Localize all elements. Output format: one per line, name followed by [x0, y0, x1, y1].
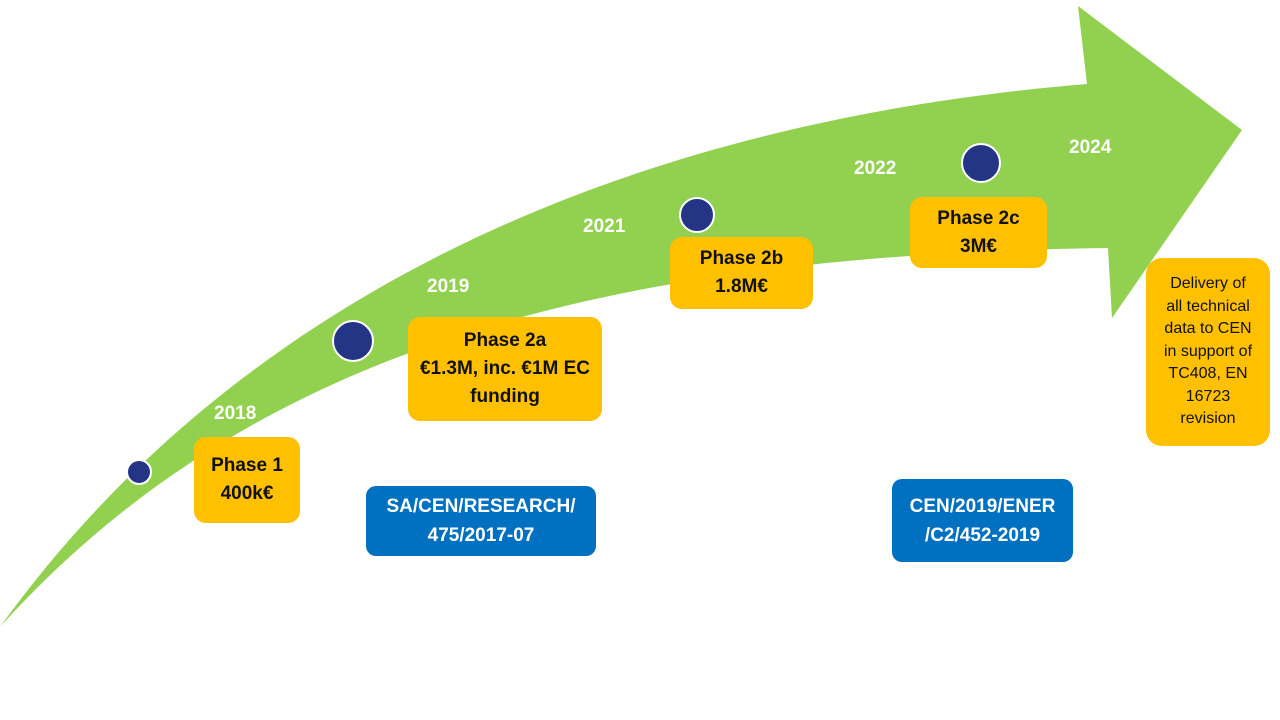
phase-1-box: Phase 1 400k€ [194, 437, 300, 523]
contract-reference-1-line2: 475/2017-07 [427, 525, 535, 546]
year-label-2018: 2018 [214, 403, 257, 424]
phase-2a-budget: €1.3M, inc. €1M EC [419, 358, 590, 379]
year-label-2024: 2024 [1069, 137, 1112, 158]
delivery-line: TC408, EN [1168, 365, 1248, 383]
phase-2b-budget: 1.8M€ [715, 276, 768, 297]
contract-reference-2: CEN/2019/ENER /C2/452-2019 [892, 479, 1073, 562]
delivery-line: Delivery of [1170, 275, 1246, 293]
phase-2c-box: Phase 2c 3M€ [910, 197, 1047, 268]
phase-2b-title: Phase 2b [699, 248, 784, 269]
year-label-2022: 2022 [854, 158, 897, 179]
milestone-dot-1 [126, 459, 152, 485]
milestone-dot-2 [332, 320, 374, 362]
contract-reference-2-line2: /C2/452-2019 [924, 524, 1041, 546]
phase-1-budget: 400k€ [220, 483, 274, 504]
phase-1-title: Phase 1 [211, 455, 283, 476]
phase-2a-funding: funding [470, 386, 540, 407]
delivery-line: data to CEN [1164, 320, 1252, 338]
delivery-box: Delivery of all technical data to CEN in… [1146, 258, 1270, 446]
milestone-dot-4 [961, 143, 1001, 183]
year-label-2019: 2019 [427, 276, 470, 297]
contract-reference-2-line1: CEN/2019/ENER [909, 495, 1056, 517]
delivery-line: revision [1180, 410, 1236, 428]
phase-2c-title: Phase 2c [937, 207, 1020, 229]
timeline-arrow-shape [0, 6, 1242, 627]
phase-2c-budget: 3M€ [960, 235, 997, 257]
delivery-line: all technical [1166, 297, 1250, 315]
phase-2b-box: Phase 2b 1.8M€ [670, 237, 813, 309]
phase-2a-box: Phase 2a €1.3M, inc. €1M EC funding [408, 317, 602, 421]
year-label-2021: 2021 [583, 216, 626, 237]
delivery-line: 16723 [1185, 387, 1231, 405]
contract-reference-1: SA/CEN/RESEARCH/ 475/2017-07 [366, 486, 596, 556]
contract-reference-1-line1: SA/CEN/RESEARCH/ [386, 496, 576, 517]
milestone-dot-3 [679, 197, 715, 233]
delivery-line: in support of [1163, 342, 1253, 360]
phase-2a-title: Phase 2a [463, 330, 547, 351]
